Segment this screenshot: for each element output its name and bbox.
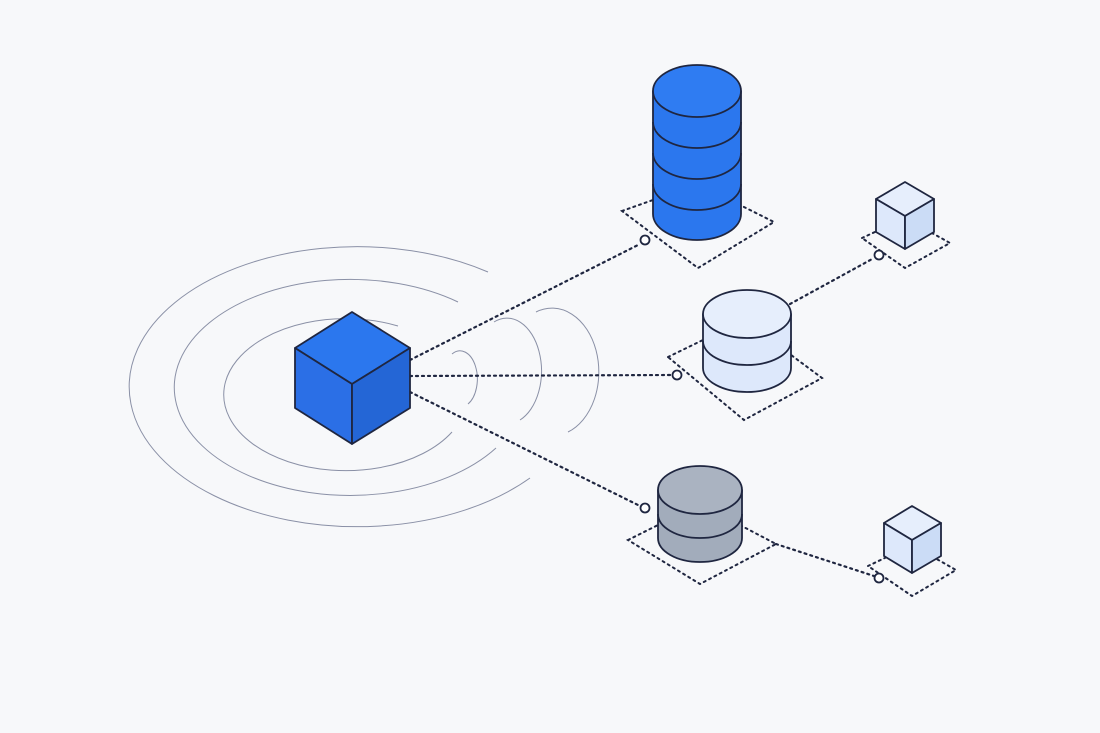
link-hub-to-db-middle <box>408 373 674 378</box>
link-hub-to-db-bottom <box>408 390 642 508</box>
cube-top-right-icon <box>875 181 935 250</box>
link-db-bottom-to-cube-bottom-right <box>774 542 876 578</box>
signal-rings <box>128 246 600 528</box>
database-middle-icon <box>702 289 792 393</box>
link-db-middle-to-cube-top-right <box>788 256 876 306</box>
connection-ports <box>639 234 885 584</box>
port-cube-top-right <box>873 249 885 261</box>
port-cube-bottom-right <box>873 572 885 584</box>
port-db-top <box>639 234 651 246</box>
connection-links <box>408 242 876 578</box>
port-db-bottom <box>639 502 651 514</box>
signal-ring-partial-1 <box>535 307 600 433</box>
signal-ring-partial-2 <box>493 317 542 421</box>
signal-ring-partial-3 <box>451 350 478 405</box>
port-db-middle <box>671 369 683 381</box>
database-top-icon <box>652 64 742 241</box>
signal-ring-outer <box>128 246 531 528</box>
hub-cube-icon <box>294 311 411 445</box>
database-bottom-icon <box>657 465 743 563</box>
link-hub-to-db-top <box>408 242 642 362</box>
signal-ring-3 <box>173 278 497 496</box>
signal-ring-2 <box>223 318 453 472</box>
cube-bottom-right-icon <box>883 505 942 574</box>
